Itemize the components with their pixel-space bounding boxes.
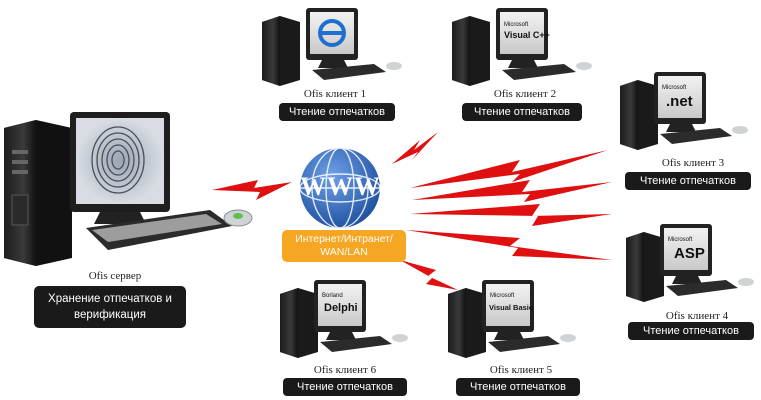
server-label: Ofis сервер: [88, 270, 142, 282]
client-2-label: Ofis клиент 2: [493, 88, 557, 100]
client-computer-2: Microsoft Visual C++: [452, 8, 592, 86]
internet-explorer-icon: [318, 19, 346, 47]
client-computer-5: Microsoft Visual Basic: [448, 280, 576, 358]
client-6-task-tag: Чтение отпечатков: [283, 378, 407, 396]
visual-basic-logo-icon: Microsoft Visual Basic: [489, 293, 533, 312]
svg-text:Microsoft: Microsoft: [504, 22, 529, 28]
svg-text:Visual Basic: Visual Basic: [489, 303, 533, 312]
client-4-task-tag: Чтение отпечатков: [628, 322, 754, 340]
svg-text:Visual C++: Visual C++: [504, 30, 550, 40]
client-computer-6: Borland Delphi: [280, 280, 408, 358]
bolt-client-4: [410, 204, 612, 226]
client-computer-3: Microsoft .net: [620, 72, 748, 150]
visual-cpp-logo-icon: Microsoft Visual C++: [504, 22, 550, 40]
svg-text:Microsoft: Microsoft: [490, 293, 515, 299]
client-4-label: Ofis клиент 4: [665, 310, 729, 322]
svg-text:ASP: ASP: [674, 245, 705, 262]
client-1-label: Ofis клиент 1: [303, 88, 367, 100]
bolt-client-4b: [406, 230, 612, 260]
network-label-tag: Интернет/Интранет/ WAN/LAN: [282, 230, 406, 262]
bolt-server: [212, 180, 292, 200]
svg-text:Microsoft: Microsoft: [668, 237, 693, 243]
bolt-client-3: [410, 150, 608, 188]
client-1-task-tag: Чтение отпечатков: [279, 103, 395, 121]
client-2-task-tag: Чтение отпечатков: [462, 103, 582, 121]
svg-text:.net: .net: [666, 93, 693, 110]
client-computer-4: Microsoft ASP: [626, 224, 754, 302]
client-5-label: Ofis клиент 5: [489, 364, 553, 376]
fingerprint-icon: [91, 126, 145, 194]
server-computer: [4, 112, 253, 266]
client-5-task-tag: Чтение отпечатков: [456, 378, 580, 396]
connection-bolts: [212, 132, 612, 290]
client-6-label: Ofis клиент 6: [313, 364, 377, 376]
bolt-client-3b: [412, 180, 612, 202]
svg-text:Microsoft: Microsoft: [662, 85, 687, 91]
svg-text:Delphi: Delphi: [324, 302, 358, 314]
asp-logo-icon: Microsoft ASP: [668, 237, 705, 262]
www-globe: [299, 147, 381, 229]
globe-www-text: WWW: [300, 172, 381, 201]
svg-text:Borland: Borland: [322, 293, 343, 299]
client-computer-1: [262, 8, 402, 86]
dotnet-logo-icon: Microsoft .net: [662, 85, 693, 110]
client-3-task-tag: Чтение отпечатков: [625, 172, 751, 190]
delphi-logo-icon: Borland Delphi: [322, 293, 358, 314]
server-task-tag: Хранение отпечатков и верификация: [34, 286, 186, 328]
client-3-label: Ofis клиент 3: [661, 157, 725, 169]
bolt-client-5: [400, 260, 458, 290]
bolt-client-2: [392, 132, 438, 164]
